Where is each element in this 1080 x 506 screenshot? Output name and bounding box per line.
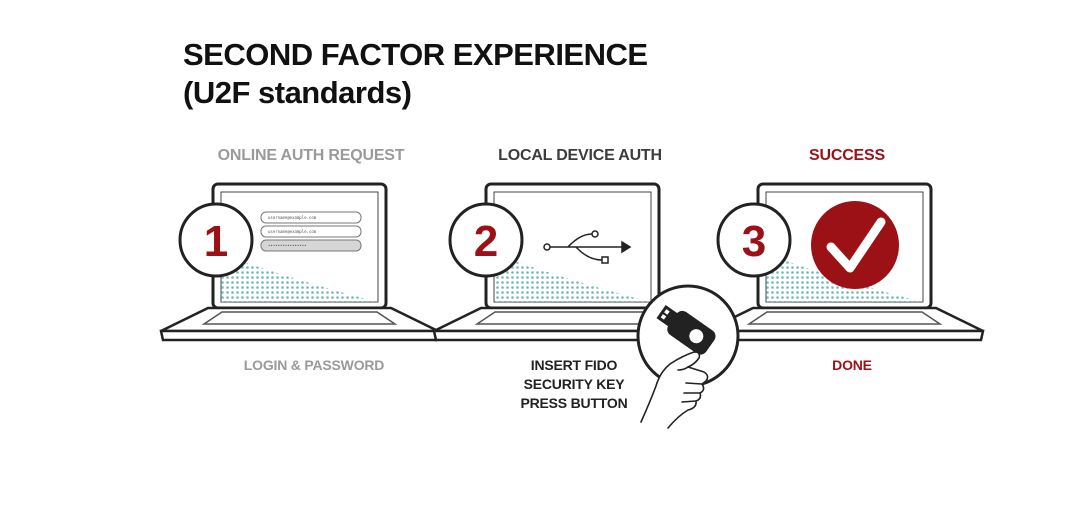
username-field[interactable] — [260, 211, 362, 224]
step-2-badge: 2 — [448, 202, 524, 278]
hand-icon — [640, 351, 709, 429]
security-key-icon — [656, 304, 716, 355]
title-line-1: SECOND FACTOR EXPERIENCE — [183, 37, 648, 72]
laptop-2 — [432, 182, 713, 342]
checkmark-icon — [811, 201, 899, 289]
usb-icon — [543, 230, 632, 264]
step-2-caption-line-2: SECURITY KEY — [523, 376, 625, 392]
step-3-caption: DONE — [722, 356, 982, 375]
email-field[interactable] — [260, 225, 362, 238]
step-2-caption: INSERT FIDO SECURITY KEY PRESS BUTTON — [444, 356, 704, 413]
step-2-number: 2 — [474, 217, 498, 266]
login-form: username@example.com username@example.co… — [260, 211, 362, 252]
step-3-badge: 3 — [716, 202, 792, 278]
step-1-badge: 1 — [178, 202, 254, 278]
step-1-heading: ONLINE AUTH REQUEST — [217, 147, 405, 164]
page-title: SECOND FACTOR EXPERIENCE (U2F standards) — [183, 36, 648, 112]
password-field-text: •••••••••••••••• — [268, 243, 307, 248]
step-1-caption-line-1: LOGIN & PASSWORD — [243, 357, 385, 373]
step-3-heading: SUCCESS — [809, 147, 885, 164]
step-2-caption-line-3: PRESS BUTTON — [520, 395, 628, 411]
step-1-number: 1 — [204, 217, 228, 266]
password-field[interactable] — [260, 239, 362, 252]
step-1-caption: LOGIN & PASSWORD — [184, 356, 444, 375]
title-line-2: (U2F standards) — [183, 75, 412, 110]
step-2-heading: LOCAL DEVICE AUTH — [498, 147, 662, 164]
username-field-text: username@example.com — [268, 215, 317, 220]
email-field-text: username@example.com — [268, 229, 317, 234]
step-3-number: 3 — [742, 217, 766, 266]
step-3-caption-line-1: DONE — [832, 357, 872, 373]
step-2-caption-line-1: INSERT FIDO — [530, 357, 618, 373]
security-key-badge — [636, 284, 740, 388]
